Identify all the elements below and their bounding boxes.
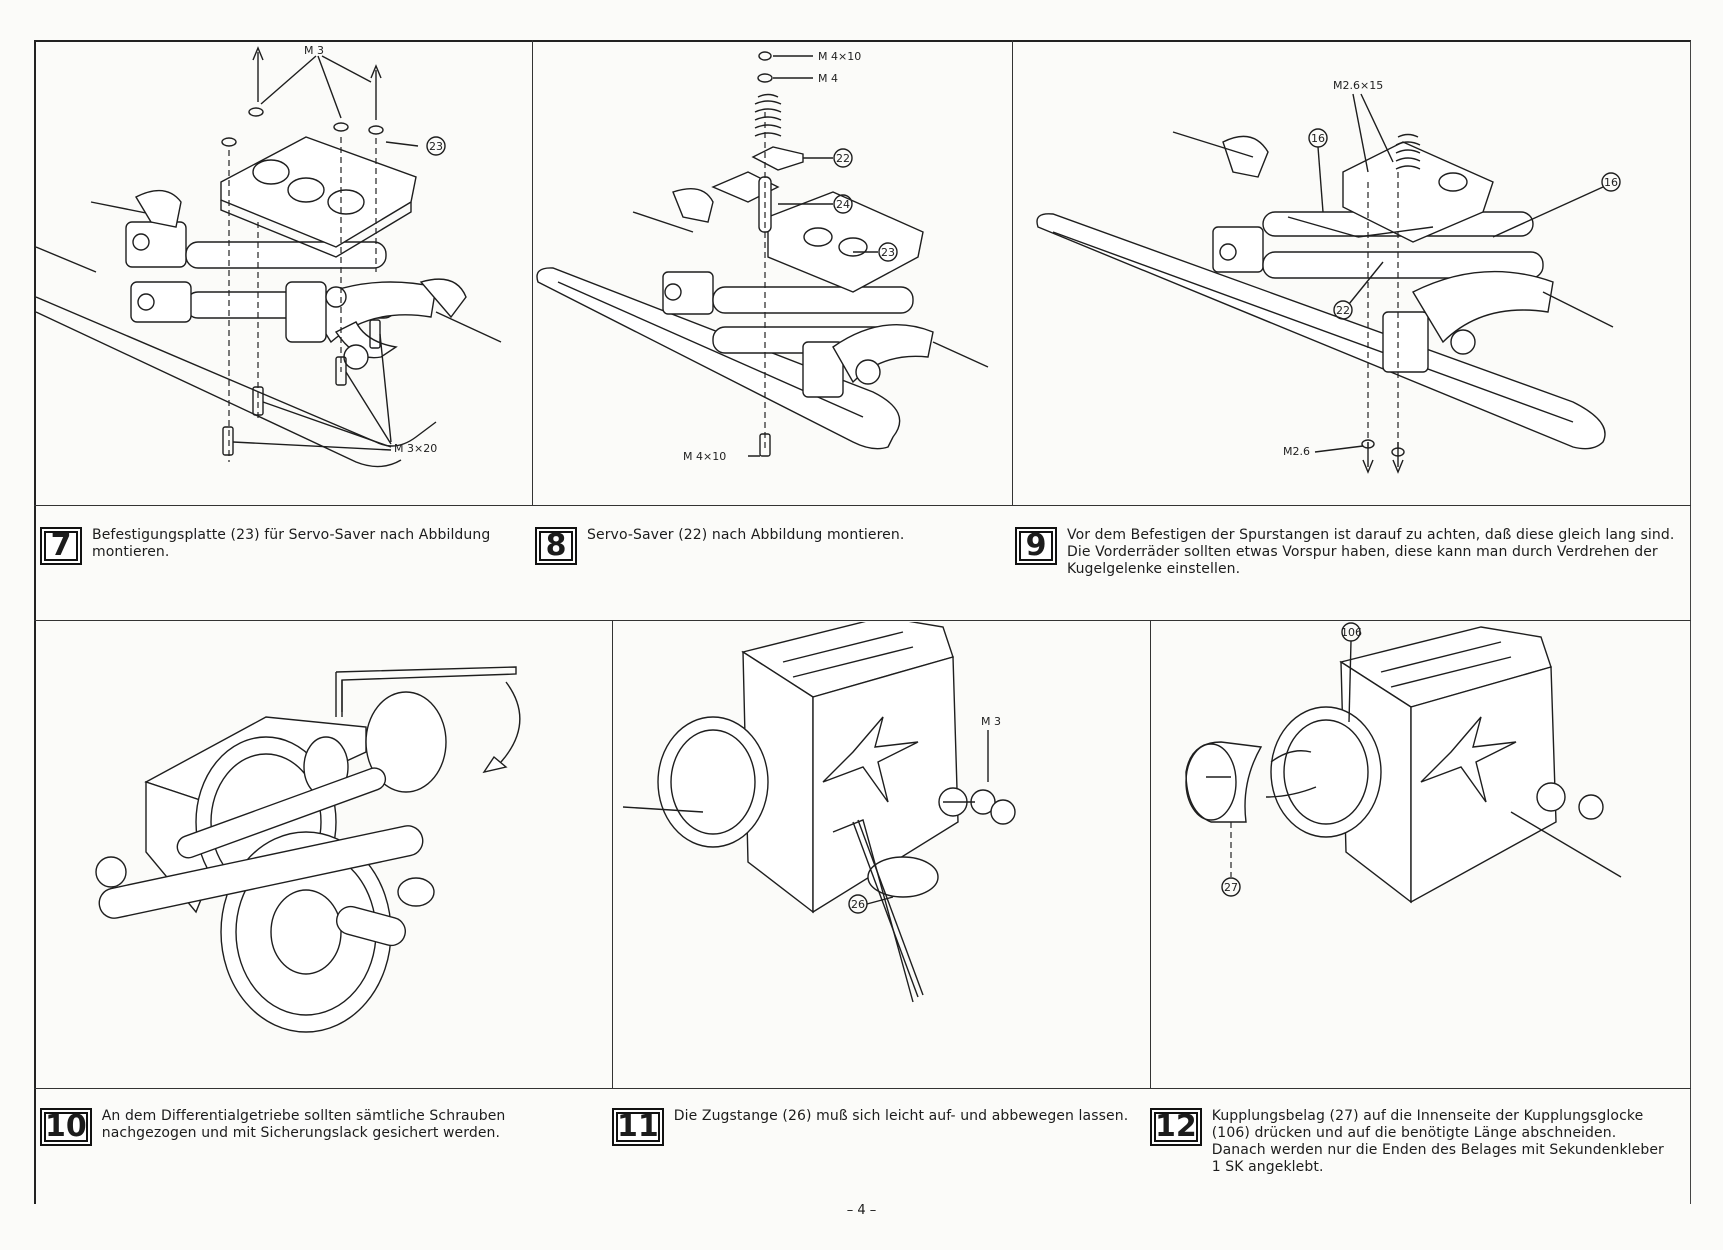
illustration-step-12: 106 27 bbox=[1151, 622, 1689, 1087]
step-10: 10 An dem Differentialgetriebe sollten s… bbox=[40, 1108, 585, 1146]
step-8: 8 Servo-Saver (22) nach Abbildung montie… bbox=[535, 527, 995, 565]
illustration-step-9: M2.6×15 16 16 22 M2.6 bbox=[1013, 42, 1689, 504]
label-m4x10-top: M 4×10 bbox=[818, 50, 861, 63]
step-7: 7 Befestigungsplatte (23) für Servo-Save… bbox=[40, 527, 510, 565]
callout-24: 24 bbox=[836, 198, 850, 211]
column-divider bbox=[1150, 620, 1151, 1088]
step-instruction: Servo-Saver (22) nach Abbildung montiere… bbox=[587, 527, 905, 543]
callout-22: 22 bbox=[1336, 304, 1350, 317]
callout-16-left: 16 bbox=[1311, 132, 1325, 145]
column-divider bbox=[532, 40, 533, 505]
step-number: 8 bbox=[535, 527, 577, 565]
illustration-step-7: M 3 23 M 3×20 bbox=[36, 42, 531, 504]
label-m2-6x15: M2.6×15 bbox=[1333, 79, 1383, 92]
illustration-caption-divider bbox=[34, 1088, 1691, 1089]
page-number: – 4 – bbox=[846, 1203, 877, 1218]
callout-16-right: 16 bbox=[1604, 176, 1618, 189]
callout-22: 22 bbox=[836, 152, 850, 165]
callout-23: 23 bbox=[429, 140, 443, 153]
column-divider bbox=[612, 620, 613, 1088]
column-divider bbox=[1012, 40, 1013, 505]
step-number: 9 bbox=[1015, 527, 1057, 565]
callout-26: 26 bbox=[851, 898, 865, 911]
callout-27: 27 bbox=[1224, 881, 1238, 894]
step-instruction: Befestigungsplatte (23) für Servo-Saver … bbox=[92, 527, 491, 560]
illustration-step-10 bbox=[36, 622, 611, 1087]
step-instruction: Kupplungsbelag (27) auf die Innenseite d… bbox=[1211, 1108, 1664, 1175]
step-11: 11 Die Zugstange (26) muß sich leicht au… bbox=[612, 1108, 1142, 1146]
step-instruction: An dem Differentialgetriebe sollten sämt… bbox=[101, 1108, 506, 1141]
step-instruction: Die Zugstange (26) muß sich leicht auf- … bbox=[673, 1108, 1129, 1124]
step-instruction: Vor dem Befestigen der Spurstangen ist d… bbox=[1067, 527, 1675, 577]
step-number: 7 bbox=[40, 527, 82, 565]
step-number: 11 bbox=[612, 1108, 664, 1146]
illustration-caption-divider bbox=[34, 505, 1691, 506]
illustration-step-11: M 3 26 bbox=[613, 622, 1149, 1087]
label-m3: M 3 bbox=[981, 715, 1001, 728]
illustration-step-8: M 4×10 M 4 22 24 23 M 4×10 bbox=[533, 42, 1011, 504]
label-m4x10-bottom: M 4×10 bbox=[683, 450, 726, 463]
row-divider bbox=[34, 620, 1691, 621]
label-m3: M 3 bbox=[304, 44, 324, 57]
label-m4: M 4 bbox=[818, 72, 838, 85]
label-m3x20: M 3×20 bbox=[394, 442, 437, 455]
step-12: 12 Kupplungsbelag (27) auf die Innenseit… bbox=[1150, 1108, 1670, 1176]
step-9: 9 Vor dem Befestigen der Spurstangen ist… bbox=[1015, 527, 1675, 578]
label-m2-6: M2.6 bbox=[1283, 445, 1310, 458]
step-number: 10 bbox=[40, 1108, 92, 1146]
instruction-sheet bbox=[34, 40, 1691, 1204]
callout-23: 23 bbox=[881, 246, 895, 259]
callout-106: 106 bbox=[1341, 626, 1362, 639]
step-number: 12 bbox=[1150, 1108, 1202, 1146]
